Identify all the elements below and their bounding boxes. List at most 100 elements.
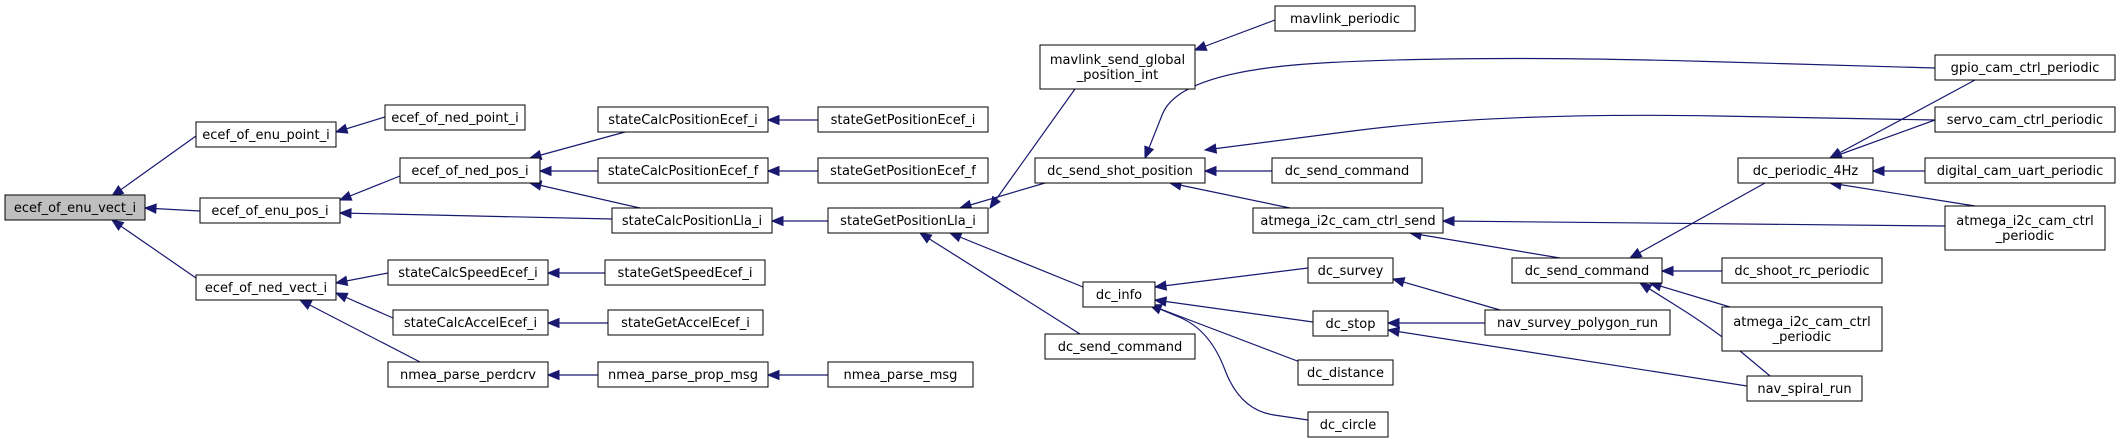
node-dc-ssp[interactable]: dc_send_shot_position (1034, 157, 1206, 184)
node-scs-ecef-i[interactable]: stateCalcSpeedEcef_i (387, 259, 549, 286)
edges (110, 19, 1976, 421)
node-box[interactable] (387, 361, 549, 388)
node-mav-gpi[interactable]: mavlink_send_global_position_int (1039, 44, 1196, 90)
node-scp-ecef-f[interactable]: stateCalcPositionEcef_f (597, 157, 769, 184)
node-box[interactable] (1721, 306, 1883, 352)
node-atm-periodic-b[interactable]: atmega_i2c_cam_ctrl_periodic (1721, 306, 1883, 352)
node-nav-spiral[interactable]: nav_spiral_run (1746, 375, 1863, 402)
node-servo[interactable]: servo_cam_ctrl_periodic (1934, 106, 2116, 133)
node-box[interactable] (1944, 205, 2106, 251)
node-scp-ecef-i[interactable]: stateCalcPositionEcef_i (597, 106, 769, 133)
edge-arrowhead (766, 165, 780, 177)
edge-n_sgp_ecef_i-to-n_scp_ecef_i (766, 114, 818, 126)
node-box[interactable] (817, 106, 989, 133)
node-box[interactable] (817, 157, 989, 184)
node-nmea-prop[interactable]: nmea_parse_prop_msg (597, 361, 769, 388)
node-box[interactable] (195, 121, 337, 148)
node-box[interactable] (597, 106, 769, 133)
node-dc-p4hz[interactable]: dc_periodic_4Hz (1737, 157, 1874, 184)
node-box[interactable] (827, 361, 974, 388)
node-ned-point[interactable]: ecef_of_ned_point_i (384, 104, 526, 131)
edge-n_dc_survey-to-n_dc_info (1153, 267, 1309, 291)
node-box[interactable] (597, 157, 769, 184)
node-box[interactable] (399, 157, 541, 184)
node-scp-lla-i[interactable]: stateCalcPositionLla_i (611, 207, 773, 234)
edge-arrowhead (1871, 165, 1885, 177)
node-box[interactable] (1039, 44, 1196, 90)
node-box[interactable] (1737, 157, 1874, 184)
node-label: mavlink_send_global (1050, 53, 1185, 68)
node-box[interactable] (1252, 207, 1444, 234)
node-root[interactable]: ecef_of_enu_vect_i (4, 194, 146, 221)
edge-n_nav_spiral-to-n_dc_sc_c (1638, 282, 1771, 377)
edge-arrowhead (1153, 296, 1168, 307)
node-sgp-lla-i[interactable]: stateGetPositionLla_i (827, 207, 989, 234)
node-box[interactable] (597, 361, 769, 388)
edge-line (1829, 119, 1936, 159)
node-sca-ecef-i[interactable]: stateCalcAccelEcef_i (392, 309, 549, 336)
node-atm-send[interactable]: atmega_i2c_cam_ctrl_send (1252, 207, 1444, 234)
node-dc-info[interactable]: dc_info (1082, 281, 1156, 308)
edge-n_nmea_perdcrv-to-n_ned_vect (298, 299, 421, 363)
edge-line (1392, 278, 1501, 311)
node-label: ecef_of_enu_vect_i (14, 201, 136, 216)
node-box[interactable] (384, 104, 526, 131)
node-box[interactable] (1924, 157, 2116, 184)
node-ned-pos[interactable]: ecef_of_ned_pos_i (399, 157, 541, 184)
node-shoot-rc[interactable]: dc_shoot_rc_periodic (1721, 257, 1883, 284)
edge-arrowhead (1193, 41, 1208, 51)
node-box[interactable] (1746, 375, 1863, 402)
node-enu-pos[interactable]: ecef_of_enu_pos_i (199, 197, 341, 224)
node-box[interactable] (611, 207, 773, 234)
node-nmea-perdcrv[interactable]: nmea_parse_perdcrv (387, 361, 549, 388)
node-atm-periodic-a[interactable]: atmega_i2c_cam_ctrl_periodic (1944, 205, 2106, 251)
node-gpio[interactable]: gpio_cam_ctrl_periodic (1934, 54, 2116, 81)
node-enu-point[interactable]: ecef_of_enu_point_i (195, 121, 337, 148)
node-ned-vect[interactable]: ecef_of_ned_vect_i (195, 274, 337, 301)
node-box[interactable] (1307, 411, 1389, 438)
node-sgp-ecef-f[interactable]: stateGetPositionEcef_f (817, 157, 989, 184)
node-dc-sc-c[interactable]: dc_send_command (1511, 257, 1663, 284)
node-box[interactable] (1511, 257, 1663, 284)
node-box[interactable] (392, 309, 549, 336)
node-box[interactable] (1307, 257, 1394, 284)
node-box[interactable] (1274, 5, 1416, 32)
node-box[interactable] (604, 259, 766, 286)
edge-line (1629, 182, 1766, 259)
edge-line (339, 212, 613, 220)
node-box[interactable] (1721, 257, 1883, 284)
node-nmea-msg[interactable]: nmea_parse_msg (827, 361, 974, 388)
node-box[interactable] (1297, 359, 1394, 386)
node-nav-survey[interactable]: nav_survey_polygon_run (1484, 309, 1671, 336)
edge-n_dc_sc_c-to-n_atm_send (1408, 229, 1561, 259)
node-label: _periodic (1772, 330, 1832, 345)
node-box[interactable] (1044, 333, 1196, 360)
node-box[interactable] (827, 207, 989, 234)
node-dc-sc-b[interactable]: dc_send_command (1044, 333, 1196, 360)
node-sgs-ecef-i[interactable]: stateGetSpeedEcef_i (604, 259, 766, 286)
edge-line (959, 182, 1046, 209)
node-sgp-ecef-i[interactable]: stateGetPositionEcef_i (817, 106, 989, 133)
node-box[interactable] (1082, 281, 1156, 308)
node-dc-stop[interactable]: dc_stop (1312, 310, 1389, 337)
node-dc-circle[interactable]: dc_circle (1307, 411, 1389, 438)
node-box[interactable] (1312, 310, 1389, 337)
node-box[interactable] (1484, 309, 1671, 336)
node-digital[interactable]: digital_cam_uart_periodic (1924, 157, 2116, 184)
node-box[interactable] (1934, 54, 2116, 81)
node-box[interactable] (1034, 157, 1206, 184)
node-mav-periodic[interactable]: mavlink_periodic (1274, 5, 1416, 32)
edge-line (1387, 329, 1748, 387)
node-box[interactable] (4, 194, 146, 221)
node-box[interactable] (1271, 157, 1423, 184)
node-dc-survey[interactable]: dc_survey (1307, 257, 1394, 284)
node-sga-ecef-i[interactable]: stateGetAccelEcef_i (607, 309, 764, 336)
node-dc-distance[interactable]: dc_distance (1297, 359, 1394, 386)
edge-line (919, 232, 1081, 335)
node-box[interactable] (607, 309, 764, 336)
node-dc-sc-a[interactable]: dc_send_command (1271, 157, 1423, 184)
node-box[interactable] (195, 274, 337, 301)
node-box[interactable] (387, 259, 549, 286)
node-box[interactable] (199, 197, 341, 224)
node-box[interactable] (1934, 106, 2116, 133)
